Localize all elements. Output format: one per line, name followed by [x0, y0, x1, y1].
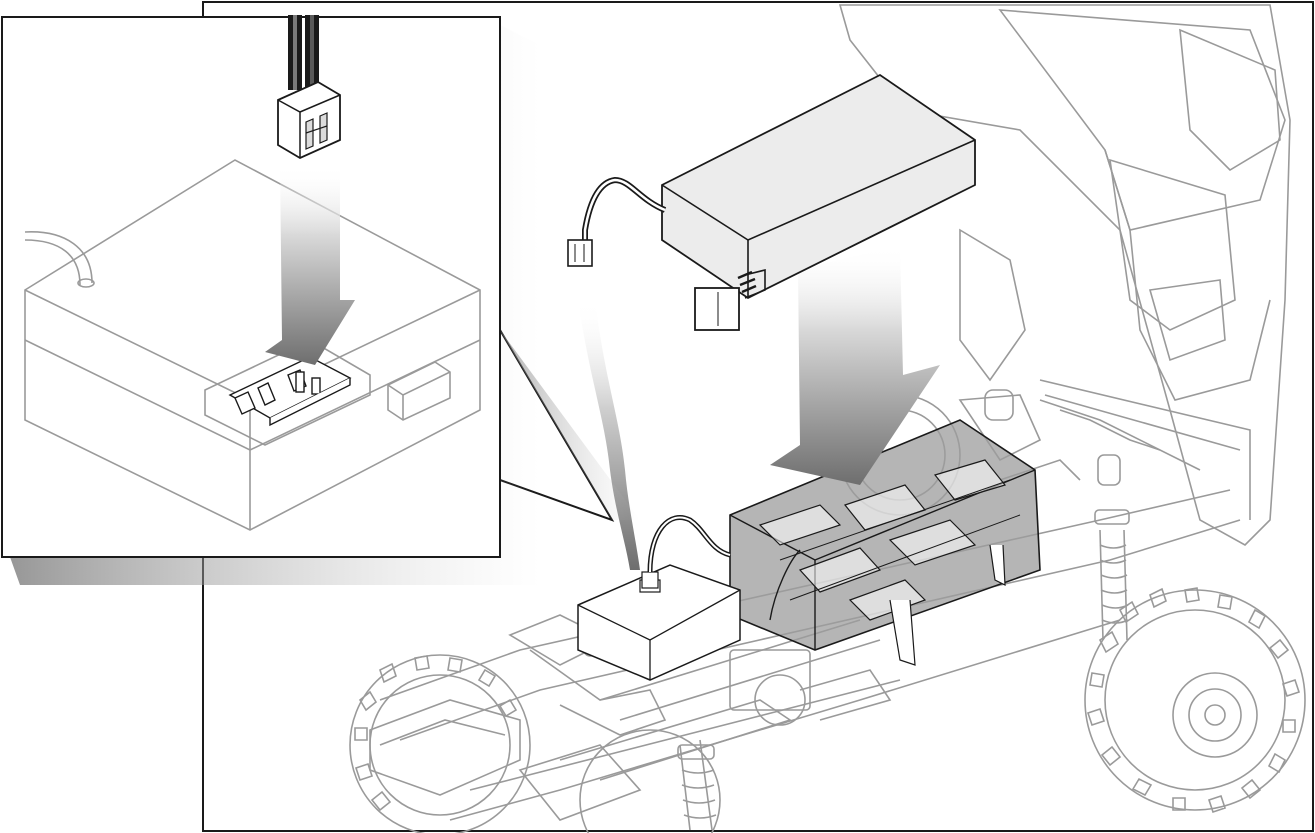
- battery-tray: [729, 419, 1041, 666]
- power-connector-icon: [694, 287, 740, 331]
- inset-detail-panel: [1, 15, 501, 558]
- rc-truck-chassis-icon: [349, 4, 1306, 833]
- battery-pack-icon: [567, 73, 976, 331]
- receiver-port-icon: [228, 356, 352, 427]
- down-arrow-icon: [770, 245, 940, 485]
- receiver-box-icon: [24, 159, 481, 531]
- balance-connector-icon: [567, 239, 593, 267]
- inset-down-arrow-icon: [265, 165, 355, 365]
- connector-plug-icon: [277, 15, 341, 160]
- receiver-box-on-chassis: [577, 515, 801, 681]
